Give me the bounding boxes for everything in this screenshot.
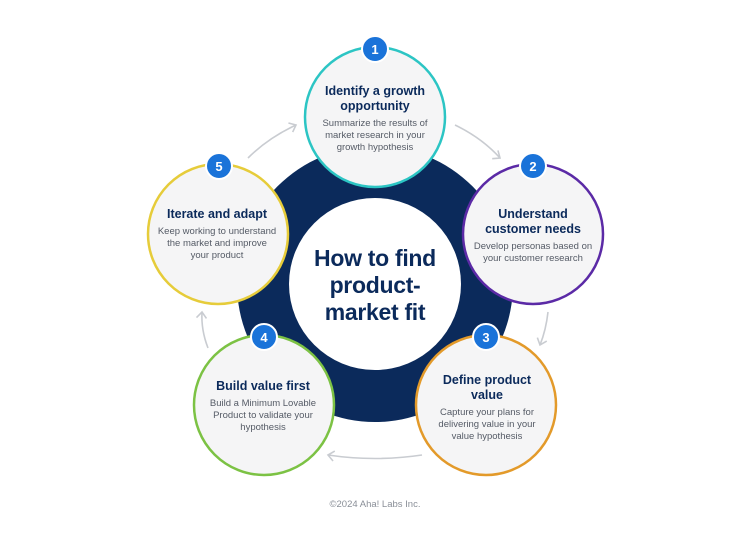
step-3-description: Capture your plans for delivering value … (424, 407, 550, 443)
step-desc-line: market research in your (325, 130, 425, 141)
step-desc-line: Summarize the results of (322, 118, 428, 129)
step-5-title: Iterate and adapt (150, 207, 284, 222)
step-title-line: opportunity (340, 99, 410, 113)
step-1-title: Identify a growth opportunity (312, 84, 438, 114)
step-2-title: Understand customer needs (470, 207, 596, 237)
cycle-arrow-2 (539, 311, 549, 346)
step-5-text: Iterate and adapt Keep working to unders… (150, 207, 284, 262)
center-title-line: market fit (324, 299, 426, 325)
step-desc-line: value hypothesis (451, 431, 523, 442)
step-5-number-badge: 5 (205, 152, 233, 180)
step-title-line: value (471, 388, 503, 402)
copyright-text: ©2024 Aha! Labs Inc. (329, 499, 421, 510)
cycle-arrows (195, 122, 549, 462)
step-desc-line: growth hypothesis (336, 142, 414, 153)
step-desc-line: Product to validate your (213, 410, 313, 421)
step-1-number-badge: 1 (361, 35, 389, 63)
step-desc-line: the market and improve (167, 238, 267, 249)
cycle-arrow-3 (327, 454, 423, 460)
step-4-text: Build value first Build a Minimum Lovabl… (200, 379, 326, 434)
step-desc-line: Keep working to understand (157, 226, 277, 237)
step-4-description: Build a Minimum Lovable Product to valid… (200, 398, 326, 434)
step-desc-line: your product (190, 250, 244, 261)
cycle-arrow-5 (247, 124, 297, 159)
cycle-arrow-4 (201, 311, 209, 349)
step-desc-line: delivering value in your (438, 419, 536, 430)
step-desc-line: Capture your plans for (440, 407, 534, 418)
cycle-arrowhead-1 (492, 150, 502, 160)
step-title-line: Understand (498, 207, 568, 221)
step-desc-line: Develop personas based on (473, 241, 593, 252)
step-4-number-badge: 4 (250, 323, 278, 351)
step-2-number-badge: 2 (519, 152, 547, 180)
cycle-arrowhead-4 (195, 310, 208, 319)
inner-white-circle (289, 198, 461, 370)
step-2-description: Develop personas based on your customer … (470, 241, 596, 265)
step-1-text: Identify a growth opportunity Summarize … (312, 84, 438, 154)
step-3-title: Define product value (424, 373, 550, 403)
step-circles (146, 45, 605, 477)
center-title: How to find product- market fit (300, 245, 450, 333)
cycle-arrowhead-2 (536, 337, 548, 347)
step-1-description: Summarize the results of market research… (312, 118, 438, 154)
cycle-arrowhead-5 (288, 122, 298, 133)
step-title-line: Identify a growth (325, 84, 425, 98)
step-3-text: Define product value Capture your plans … (424, 373, 550, 443)
step-4-title: Build value first (200, 379, 326, 394)
cycle-arrowhead-3 (326, 450, 336, 462)
cycle-arrow-1 (454, 124, 501, 159)
step-title-line: Define product (442, 373, 532, 387)
step-2-text: Understand customer needs Develop person… (470, 207, 596, 265)
step-desc-line: your customer research (483, 253, 583, 264)
step-title-line: customer needs (485, 222, 581, 236)
step-desc-line: Build a Minimum Lovable (209, 398, 317, 409)
step-5-description: Keep working to understand the market an… (150, 226, 284, 262)
center-title-line: product- (329, 272, 421, 298)
step-title-line: Build value first (216, 379, 310, 393)
step-3-number-badge: 3 (472, 323, 500, 351)
step-title-line: Iterate and adapt (166, 207, 268, 221)
step-desc-line: hypothesis (240, 422, 286, 433)
center-title-line: How to find (314, 245, 436, 271)
